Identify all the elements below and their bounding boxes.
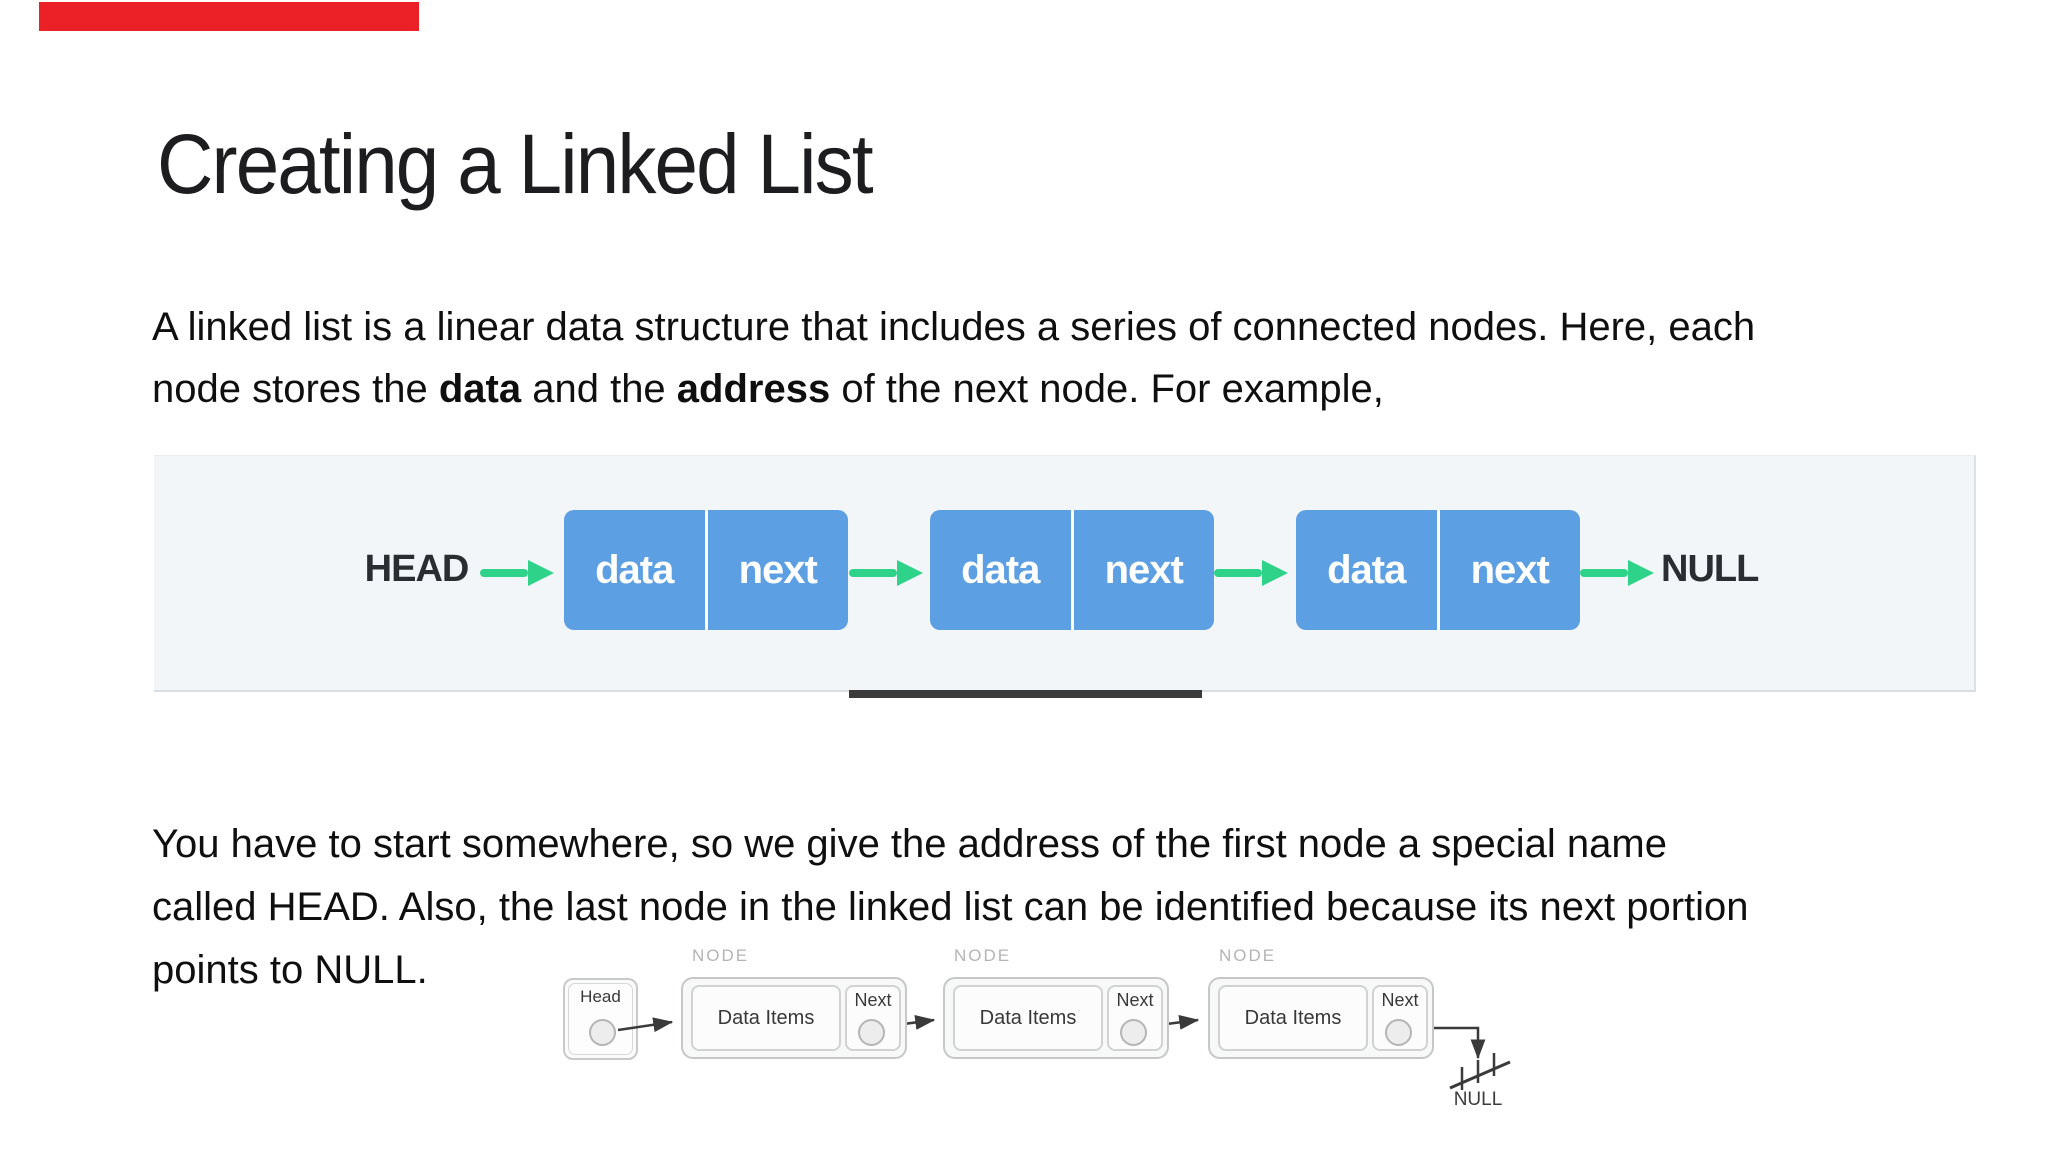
body-line-1: You have to start somewhere, so we give … (152, 822, 1667, 866)
node-next-section: Next (845, 985, 901, 1051)
head-box: Head (563, 978, 638, 1060)
node-next-circle (1385, 1019, 1412, 1046)
node-next-section: Next (1107, 985, 1163, 1051)
ll-node-next-cell: next (707, 510, 848, 630)
page-title: Creating a Linked List (157, 117, 874, 211)
intro-text-segment: of the next node. For example, (830, 367, 1384, 411)
head-box-label: Head (580, 987, 621, 1006)
dark-underline (849, 690, 1202, 698)
ll-node-data-cell: data (564, 510, 705, 630)
intro-line-2: node stores the data and the address of … (152, 358, 1755, 420)
null-ground-label: NULL (1453, 1089, 1503, 1110)
ll-node-next-cell: next (1439, 510, 1580, 630)
node-next-label: Next (1116, 990, 1154, 1010)
node-next-label: Next (854, 990, 892, 1010)
body-paragraph: You have to start somewhere, so we give … (152, 813, 1749, 1002)
node-next-circle (858, 1019, 885, 1046)
green-arrow (1580, 569, 1628, 577)
ll-node-next-cell: next (1073, 510, 1214, 630)
node-next-circle (1120, 1019, 1147, 1046)
body-line-3: points to NULL. (152, 948, 428, 992)
body-line-2: called HEAD. Also, the last node in the … (152, 885, 1749, 929)
green-arrow (849, 569, 897, 577)
green-arrow (1214, 569, 1262, 577)
ll-node-data-cell: data (1296, 510, 1437, 630)
red-progress-bar (39, 2, 419, 31)
green-arrow-head (528, 560, 554, 586)
intro-text-segment: and the (521, 367, 677, 411)
null-ground-diagonal (1449, 1060, 1511, 1090)
green-arrow-head (1262, 560, 1288, 586)
intro-bold-term: data (438, 367, 522, 411)
node-next-section: Next (1372, 985, 1428, 1051)
green-arrow-head (1628, 560, 1654, 586)
head-pointer-circle (589, 1019, 616, 1046)
node-data-items: Data Items (691, 985, 841, 1051)
node-box: Data Items Next (943, 977, 1169, 1059)
intro-bold-term: address (676, 367, 831, 411)
intro-paragraph: A linked list is a linear data structure… (152, 296, 1755, 420)
node-caption: NODE (692, 946, 750, 965)
head-pointer-label: HEAD (364, 548, 470, 590)
node-box: Data Items Next (681, 977, 907, 1059)
node-caption: NODE (954, 946, 1012, 965)
node-next-label: Next (1381, 990, 1419, 1010)
green-arrow (480, 569, 528, 577)
node-data-items: Data Items (1218, 985, 1368, 1051)
null-label: NULL (1661, 548, 1759, 590)
arrow-head-to-node1 (617, 1017, 674, 1033)
node-caption: NODE (1219, 946, 1277, 965)
intro-line-1: A linked list is a linear data structure… (152, 305, 1756, 349)
node-box: Data Items Next (1208, 977, 1434, 1059)
green-arrow-head (897, 560, 923, 586)
intro-text-segment: node stores the (152, 367, 439, 411)
ll-node-data-cell: data (930, 510, 1071, 630)
node-data-items: Data Items (953, 985, 1103, 1051)
